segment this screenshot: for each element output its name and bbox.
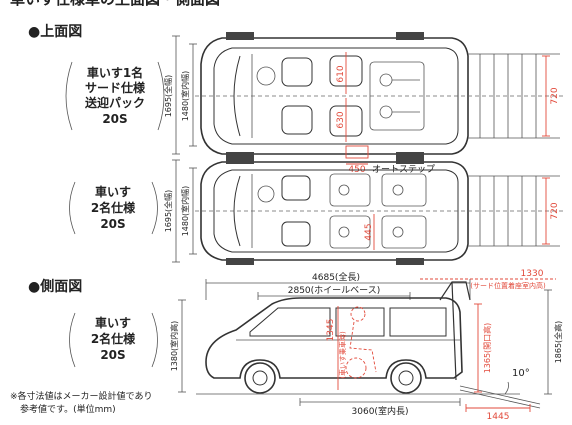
side-third-pos: 1330 xyxy=(521,269,544,279)
top2-seat-445: 445 xyxy=(364,223,374,240)
variant-3-line1: 車いす xyxy=(95,315,131,330)
top1-width-interior: 1480(室内幅) xyxy=(180,71,190,122)
side-wheelbase: 2850(ホイールベース) xyxy=(288,285,380,296)
side-angle: 10° xyxy=(512,368,530,379)
variant-1-line4: 20S xyxy=(102,112,127,126)
variant-2-line3: 20S xyxy=(100,217,125,231)
variant-1-line3: 送迎パック xyxy=(84,95,145,110)
header-fragment: 車いす仕様車の上面図・側面図 xyxy=(10,0,220,8)
side-total-height: 1865(全高) xyxy=(553,321,563,364)
variant-2-line1: 車いす xyxy=(95,184,131,199)
variant-2-line2: 2名仕様 xyxy=(91,200,136,215)
top1-seat-610: 610 xyxy=(336,65,346,82)
side-interior-length: 3060(室内長) xyxy=(352,405,409,417)
top1-seat-630: 630 xyxy=(336,111,346,128)
side-opening-height: 1365(開口高) xyxy=(482,323,492,374)
variant-label-3: 車いす 2名仕様 20S xyxy=(69,312,158,368)
side-length-total: 4685(全長) xyxy=(312,271,360,283)
variant-label-1: 車いす1名 サード仕様 送迎パック 20S xyxy=(65,61,165,131)
variant-label-2: 車いす 2名仕様 20S xyxy=(69,181,158,235)
top2-ramp-720: 720 xyxy=(550,202,560,219)
top2-width-total: 1695(全幅) xyxy=(163,190,173,233)
footnote-line1: ※各寸法値はメーカー設計値であり xyxy=(10,390,152,402)
side-third-pos-label: (サード位置着座室内高) xyxy=(470,281,546,290)
variant-3-line2: 2名仕様 xyxy=(91,331,136,346)
variant-1-line1: 車いす1名 xyxy=(87,65,143,80)
top-view-title: ●上面図 xyxy=(28,24,82,40)
variant-1-line2: サード仕様 xyxy=(85,80,146,95)
side-wheelchair-height-label: (車いす乗車時) xyxy=(338,331,347,379)
side-ramp-length: 1445 xyxy=(487,412,510,422)
top2-width-interior: 1480(室内幅) xyxy=(180,186,190,237)
side-wheelchair-height: 1345 xyxy=(326,319,336,342)
footnote-line2: 参考値です。(単位mm) xyxy=(20,403,116,415)
top1-ramp-720: 720 xyxy=(550,87,560,104)
side-view-title: ●側面図 xyxy=(28,278,82,295)
side-view-car: 4685(全長) 2850(ホイールベース) 1330 (サード位置着座室内高)… xyxy=(169,269,563,422)
top1-width-total: 1695(全幅) xyxy=(163,75,173,118)
top-view-car-2: 1695(全幅) 1480(室内幅) 445 xyxy=(163,157,565,265)
variant-3-line3: 20S xyxy=(100,348,125,362)
side-interior-height: 1380(室内高) xyxy=(169,321,179,372)
